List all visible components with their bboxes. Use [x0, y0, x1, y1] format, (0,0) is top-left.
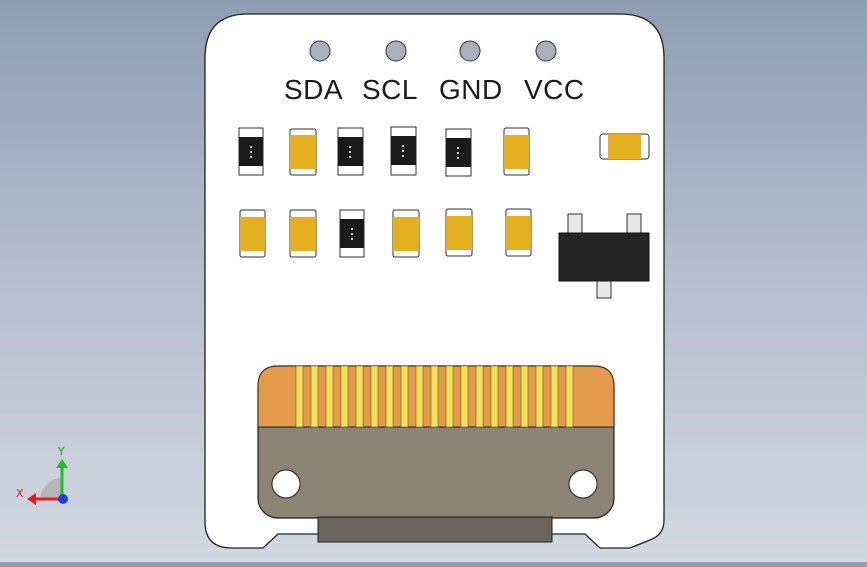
capacitor-c8[interactable]	[505, 208, 532, 257]
pin-hole-vcc	[535, 40, 557, 62]
resistor-r3[interactable]	[390, 126, 417, 176]
resistor-r4[interactable]	[445, 128, 472, 177]
pin-label-sda: SDA	[284, 74, 343, 105]
capacitor-c2[interactable]	[503, 127, 530, 176]
flex-cable-tail[interactable]	[317, 516, 553, 543]
coordinate-axes-icon: Y X	[16, 445, 68, 505]
fpc-pins	[295, 365, 574, 428]
pin-hole-sda	[309, 40, 331, 62]
capacitor-c5[interactable]	[289, 209, 317, 258]
pin-holes	[309, 40, 557, 62]
capacitor-c4[interactable]	[239, 209, 266, 258]
axis-y-label: Y	[57, 445, 65, 458]
capacitor-c6[interactable]	[392, 209, 420, 258]
resistor-r2[interactable]	[337, 127, 364, 176]
transistor-q1[interactable]	[558, 213, 650, 299]
capacitor-c7[interactable]	[445, 208, 473, 257]
resistor-r5[interactable]	[339, 209, 365, 258]
resistor-r1[interactable]	[238, 127, 264, 176]
capacitor-c1[interactable]	[289, 128, 317, 176]
fpc-connector[interactable]	[257, 365, 615, 519]
fpc-mount-hole-right	[568, 469, 598, 499]
fpc-mount-hole-left	[271, 469, 301, 499]
pin-label-gnd: GND	[439, 74, 503, 105]
axis-x-label: X	[16, 487, 24, 500]
pin-hole-gnd	[459, 40, 481, 62]
pin-hole-scl	[385, 40, 407, 62]
capacitor-c3[interactable]	[599, 133, 650, 160]
pin-label-scl: SCL	[362, 74, 418, 105]
pin-label-vcc: VCC	[524, 74, 585, 105]
